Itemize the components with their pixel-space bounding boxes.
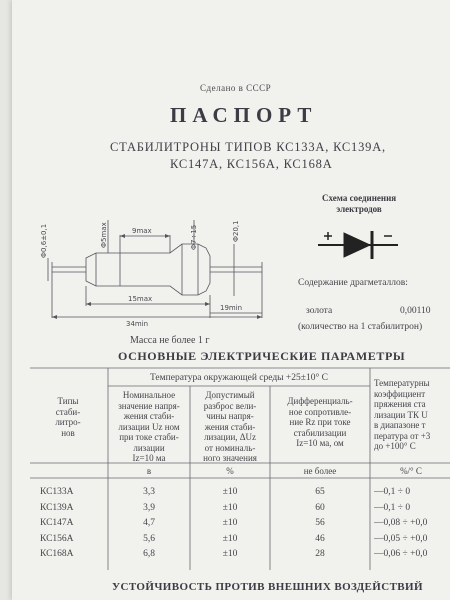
col-temp-line: пература от +3	[374, 430, 431, 441]
table-cell-diff: 56	[315, 518, 325, 528]
gold-label: золота	[306, 306, 333, 316]
col-temp-line: в диапазоне т	[374, 420, 426, 430]
dim-lead-diameter: Ф0,6±0,1	[40, 224, 48, 258]
col-types-line: Типы	[57, 396, 79, 406]
table-cell-type: КС168А	[40, 549, 74, 559]
col-spread-line: от номиналь-	[204, 442, 256, 453]
col-diff-line: Iz=10 ма, ом	[296, 438, 344, 448]
table-cell-type: КС139А	[40, 502, 74, 513]
table-cell-nominal: 3,3	[143, 487, 155, 497]
subtitle-line-1: СТАБИЛИТРОНЫ ТИПОВ КС133А, КС139А,	[110, 140, 386, 154]
passport-sheet	[12, 0, 450, 600]
precious-metals-heading: Содержание драгметаллов:	[298, 278, 408, 288]
unit-nominal: в	[146, 466, 152, 476]
col-diff-header: Дифференциаль- ное сопротивле- ние Rz пр…	[270, 396, 370, 449]
unit-spread: %	[226, 466, 234, 476]
table-cell-nominal: 4,7	[143, 518, 155, 528]
table-cell-type: КС133А	[40, 487, 74, 497]
schema-caption: Схема соединения электродов	[322, 193, 396, 215]
table-cell-spread: ±10	[222, 487, 238, 497]
col-nominal-line: Iz=10 ма	[132, 453, 166, 463]
col-types-header: Типы стаби- литро- нов	[30, 396, 106, 438]
col-temp-line: коэффициент	[374, 388, 426, 399]
col-temp-line: до +100° С	[374, 441, 416, 451]
subtitle-line-2: КС147А, КС156А, КС168А	[170, 157, 333, 171]
col-temp-line: лизации ТК U	[374, 409, 428, 420]
col-nominal-line: значение напря-	[118, 400, 180, 411]
dim-flange-diameter: Ф20,1	[232, 220, 240, 242]
col-nominal-line: при токе стаби-	[119, 432, 179, 442]
schema-caption-line-1: Схема соединения	[322, 193, 397, 203]
table-cell-temp: —0,05 ÷ +0,0	[374, 533, 428, 544]
col-types-line: нов	[61, 427, 75, 438]
table-cell-nominal: 3,9	[143, 502, 155, 513]
col-nominal-line: лизации Uz ном	[118, 421, 180, 432]
dim-cap-diameter: Ф7÷15	[190, 225, 198, 250]
quantity-note: (количество на 1 стабилитрон)	[298, 322, 423, 332]
col-spread-line: разброс вели-	[203, 400, 257, 411]
table-cell-type: КС147А	[40, 518, 74, 528]
col-temp-header: Температурны коэффициент пряжения ста ли…	[374, 378, 450, 452]
col-spread-line: лизации, ΔUz	[203, 432, 257, 442]
col-spread-line: Допустимый	[205, 390, 255, 400]
table-cell-temp: —0,1 ÷ 0	[374, 487, 411, 497]
col-diff-line: ное сопротивле-	[288, 406, 352, 417]
table-cell-temp: —0,06 ÷ +0,0	[374, 549, 428, 559]
table-cell-nominal: 6,8	[143, 549, 155, 559]
table-cell-temp: —0,08 ÷ +0,0	[374, 518, 428, 528]
table-cell-spread: ±10	[222, 533, 238, 544]
page-title: ПАСПОРТ	[170, 103, 318, 127]
temperature-header: Температура окружающей среды +25±10° С	[149, 373, 329, 383]
unit-diff: не более	[303, 466, 337, 476]
dim-lead-length: 19min	[220, 304, 242, 312]
dim-body-diameter: Ф5max	[100, 222, 108, 248]
unit-temp: %/° С	[400, 466, 422, 476]
table-cell-spread: ±10	[222, 502, 238, 513]
col-temp-line: пряжения ста	[374, 399, 426, 409]
col-temp-line: Температурны	[374, 378, 430, 388]
schema-caption-line-2: электродов	[336, 204, 382, 214]
gold-value: 0,00110	[400, 306, 431, 316]
mass-note: Масса не более 1 г	[130, 335, 210, 346]
col-diff-line: ние Rz при токе	[289, 417, 351, 427]
dim-overall-length: 34min	[126, 320, 148, 328]
col-types-line: стаби-	[55, 406, 81, 417]
col-nominal-line: лизации	[133, 442, 165, 453]
table-cell-temp: —0,1 ÷ 0	[374, 502, 411, 513]
col-diff-line: стабилизации	[293, 427, 347, 438]
col-diff-line: Дифференциаль-	[287, 396, 353, 406]
dim-total-length: 15max	[128, 295, 152, 303]
table-cell-diff: 65	[315, 487, 325, 497]
table-cell-type: КС156А	[40, 533, 74, 544]
table-cell-spread: ±10	[222, 549, 238, 559]
table-cell-spread: ±10	[222, 518, 238, 528]
section-heading: ОСНОВНЫЕ ЭЛЕКТРИЧЕСКИЕ ПАРАМЕТРЫ	[118, 349, 406, 363]
table-cell-diff: 28	[315, 549, 325, 559]
col-nominal-header: Номинальное значение напря- жения стаби-…	[108, 390, 190, 464]
col-spread-line: чины напря-	[206, 411, 254, 421]
col-nominal-line: Номинальное	[122, 390, 176, 400]
table-cell-diff: 60	[315, 502, 325, 513]
col-spread-line: ного значения	[203, 453, 257, 463]
footer-heading: УСТОЙЧИВОСТЬ ПРОТИВ ВНЕШНИХ ВОЗДЕЙСТВИЙ	[112, 581, 423, 593]
table-cell-diff: 46	[315, 533, 325, 544]
col-spread-line: жения стаби-	[204, 421, 256, 432]
col-types-line: литро-	[55, 417, 81, 427]
col-nominal-line: жения стаби-	[123, 411, 175, 421]
col-spread-header: Допустимый разброс вели- чины напря- жен…	[190, 390, 270, 464]
dim-body-length: 9max	[132, 227, 152, 235]
made-in-ussr: Сделано в СССР	[200, 83, 272, 93]
table-cell-nominal: 5,6	[143, 533, 155, 544]
